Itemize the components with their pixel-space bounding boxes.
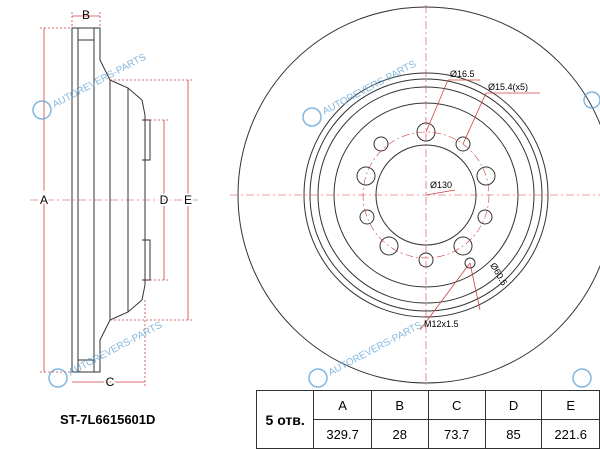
- table-header-cell: D: [484, 390, 543, 420]
- watermark-5: [572, 368, 592, 388]
- watermark-6: [583, 91, 600, 109]
- holes-count-cell: 5 отв.: [255, 390, 315, 449]
- table-row: 5 отв. A B C D E: [255, 390, 600, 449]
- side-view-dimensions: [40, 12, 192, 388]
- watermark-1: AUTOREVERS-PARTS: [32, 52, 149, 120]
- table-row: 329.7 28 73.7 85 221.6: [257, 419, 600, 449]
- watermark-text: AUTOREVERS-PARTS: [51, 52, 149, 111]
- label-pcd: Ø60.5: [488, 261, 509, 287]
- table-value-cell: 329.7: [313, 419, 372, 449]
- table-value-cell: 28: [370, 419, 429, 449]
- table-value-cell: 221.6: [541, 419, 600, 449]
- table-header-cell: A: [313, 390, 372, 420]
- dim-label-d: D: [160, 193, 169, 207]
- spec-table: 5 отв. A B C D E 329.7 28 73.7 85 221.6: [255, 390, 600, 449]
- label-hole-dia: Ø16.5: [450, 69, 475, 79]
- label-bolt-holes: Ø15.4(x5): [488, 82, 528, 92]
- watermark-text: AUTOREVERS-PARTS: [327, 320, 425, 379]
- dim-label-b: B: [82, 8, 90, 22]
- dim-label-e: E: [184, 193, 192, 207]
- table-header-cell: B: [370, 390, 429, 420]
- table-value-cell: 73.7: [427, 419, 486, 449]
- watermark-2: AUTOREVERS-PARTS: [302, 59, 419, 127]
- table-header-cell: C: [427, 390, 486, 420]
- dim-label-a: A: [40, 193, 48, 207]
- label-thread: M12x1.5: [424, 319, 459, 329]
- watermark-text: AUTOREVERS-PARTS: [321, 59, 419, 118]
- table-value-cell: 85: [484, 419, 543, 449]
- dim-label-c: C: [106, 375, 115, 389]
- part-number: ST-7L6615601D: [60, 412, 156, 427]
- watermark-text: AUTOREVERS-PARTS: [67, 320, 165, 379]
- label-center-bore: Ø130: [430, 180, 452, 190]
- table-header-cell: E: [541, 390, 600, 420]
- front-view-leaders: [419, 79, 540, 331]
